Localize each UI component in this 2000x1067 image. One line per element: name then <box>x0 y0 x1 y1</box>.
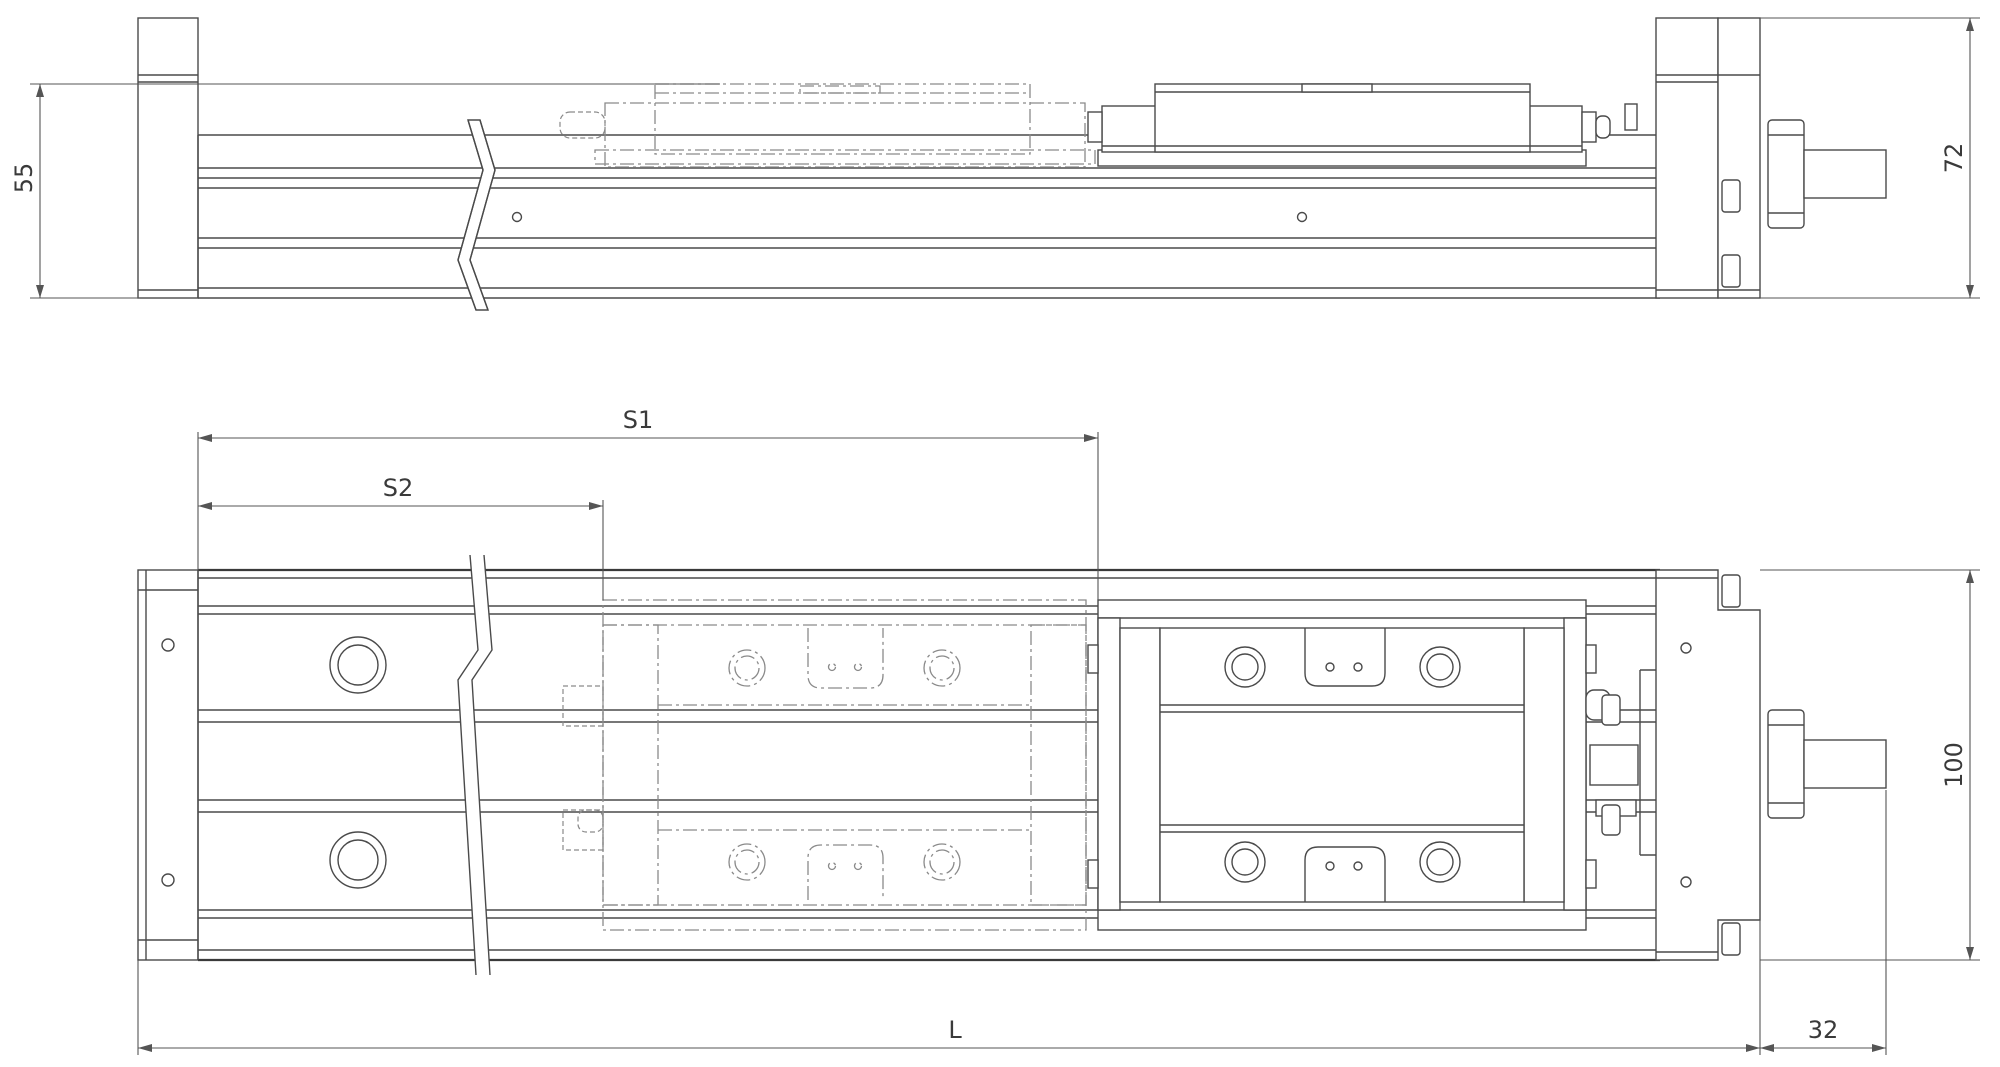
top-carriage <box>1087 599 1611 931</box>
top-endblock-hole-upper <box>1680 642 1692 654</box>
side-hole-left <box>511 211 523 223</box>
top-left-end-cap <box>137 569 199 961</box>
carriage-bolt-ur <box>1419 646 1461 688</box>
side-break-mark <box>457 119 496 311</box>
carriage-bolt-ll <box>1224 841 1266 883</box>
side-body-profile <box>197 134 1660 299</box>
top-shaft <box>1767 709 1887 819</box>
side-carriage <box>1087 83 1638 167</box>
lube-plate-lower <box>1304 846 1386 902</box>
dim-width-label: 100 <box>1940 742 1968 788</box>
top-endcap-hole-upper <box>161 638 175 652</box>
dim-side-height-label: 55 <box>10 163 38 194</box>
dim-stroke-s1: S1 <box>197 406 1099 600</box>
side-view: 55 72 <box>10 17 1980 311</box>
side-left-end-cap <box>137 17 199 299</box>
side-hole-right <box>1296 211 1308 223</box>
top-profile-bolt-lower <box>329 831 387 889</box>
top-ghost-carriage <box>562 599 1087 931</box>
dim-stroke-s2: S2 <box>198 474 604 600</box>
dim-width: 100 <box>1760 569 1980 961</box>
carriage-bolt-ul <box>1224 646 1266 688</box>
top-break-mark <box>457 554 493 976</box>
dim-shaft-length-label: 32 <box>1808 1016 1839 1044</box>
top-profile-bolt-upper <box>329 636 387 694</box>
top-right-end-block <box>1655 569 1761 961</box>
lube-plate-upper <box>1304 628 1386 687</box>
top-endcap-hole-lower <box>161 873 175 887</box>
dim-stroke-s1-label: S1 <box>623 406 654 434</box>
dim-side-height: 55 <box>10 83 720 299</box>
top-view: S1 S2 100 L <box>137 406 1980 1055</box>
top-coupling-area <box>1589 669 1656 856</box>
top-endblock-hole-lower <box>1680 876 1692 888</box>
dim-overall-height: 72 <box>1760 17 1980 299</box>
dim-stroke-s2-label: S2 <box>383 474 414 502</box>
carriage-bolt-lr <box>1419 841 1461 883</box>
side-shaft <box>1767 119 1887 229</box>
dim-length: L <box>137 920 1761 1055</box>
side-ghost-carriage <box>559 83 1096 168</box>
dim-length-label: L <box>948 1016 962 1044</box>
dim-shaft-length: 32 <box>1760 790 1887 1055</box>
side-right-end-block <box>1655 17 1761 299</box>
dim-overall-height-label: 72 <box>1940 143 1968 174</box>
